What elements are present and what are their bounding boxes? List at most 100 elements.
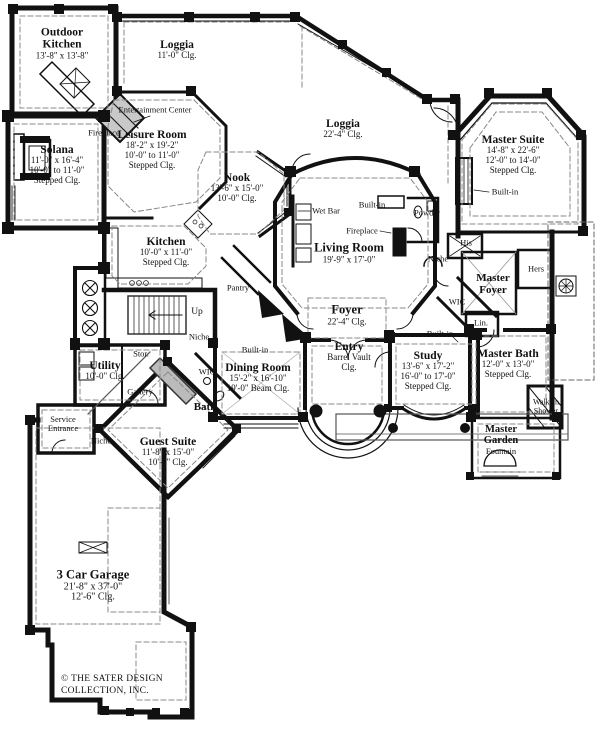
annotation-text: Niche [188,331,210,342]
room-name: Bath [193,401,217,414]
room-name: Master Garden [483,424,519,447]
copyright-notice: © THE SATER DESIGN COLLECTION, INC. [61,674,163,698]
room-ceiling: Stepped Clg. [484,369,532,380]
annotation-stairs-up: Up [191,307,203,317]
room-label-guest-suite: Guest Suite 11'-8" x 15'-0" 10'-0" Clg. [140,436,197,468]
copyright-line: © THE SATER DESIGN [61,674,163,684]
annotation-text: Built-in [491,186,519,197]
room-name: Leisure Room [117,129,187,142]
annotation-service-entrance: Service Entrance [36,414,90,433]
room-ceiling: 19'-0" Beam Clg. [226,383,290,394]
room-ceiling: 10'-0" to 11'-0" [29,165,85,176]
annotation-wet-bar: Wet Bar [312,206,340,215]
annotation-pantry: Pantry [227,283,249,292]
annotation-text: Niche [90,435,112,446]
room-label-master-suite: Master Suite 14'-8" x 22'-6" 12'-0" to 1… [482,134,545,176]
room-dims: 11'-0" x 16'-4" [30,155,84,166]
room-dims: 21'-8" x 37'-0" [63,580,123,592]
room-label-nook: Nook 13'-6" x 15'-0" 10'-0" Clg. [211,172,264,204]
annotation-walk-in-shower: Walk-In Shower [522,397,570,415]
room-label-entry: Entry Barrel Vault Clg. [327,341,371,373]
room-dims: 13'-6" x 15'-0" [210,183,264,194]
room-label-solana: Solana 11'-0" x 16'-4" 10'-0" to 11'-0" … [30,144,85,186]
room-label-master-foyer: Master Foyer [469,272,517,297]
annotation-niche-guest: Niche [91,436,111,445]
annotation-text: Lin. [474,317,488,328]
room-name: Entry [334,341,364,354]
annotation-built-in-master: Built-in [492,187,518,196]
annotation-text: Pantry [226,282,250,293]
room-dims: 14'-8" x 22'-6" [486,145,540,156]
room-ceiling: Stepped Clg. [128,160,176,171]
room-dims: 13'-8" x 13'-8" [35,50,89,61]
room-name: Dining Room [225,362,291,375]
annotation-powder: Powder [414,208,440,217]
room-name: Loggia [160,38,194,51]
room-name: Master Suite [481,134,545,147]
annotation-built-in-living: Built-in [359,200,385,209]
room-label-master-bath: Master Bath 12'-0" x 13'-0" Stepped Clg. [477,348,538,380]
copyright-line: COLLECTION, INC. [61,685,149,696]
room-name: Master Foyer [476,272,510,296]
annotation-text: Gallery [127,386,153,397]
annotation-entertainment-center: Entertainment Center [113,105,197,114]
room-ceiling: 12'-0" to 14'-0" [485,155,541,166]
room-ceiling: Stepped Clg. [33,175,81,186]
annotation-text: Built-in [358,199,386,210]
annotation-text: WIC [198,366,216,377]
room-dims: 13'-6" x 17'-2" [401,361,455,372]
annotation-wic-guest: WIC [199,367,216,376]
room-ceiling: Stepped Clg. [142,257,190,268]
room-name: Foyer [331,302,363,317]
room-name: Living Room [314,240,384,255]
annotation-text: Built-in [241,344,269,355]
annotation-text: His [460,237,472,248]
room-name: Outdoor Kitchen [40,26,84,52]
annotation-gallery: Gallery [127,387,153,396]
room-ceiling: Barrel Vault [327,352,371,363]
room-dims: 11'-8" x 15'-0" [141,447,195,458]
annotation-fireplace-living: Fireplace [346,226,378,235]
room-name: Master Bath [477,348,539,361]
room-label-master-garden: Master Garden Fountain [477,424,525,456]
room-ceiling: 12'-6" Clg. [71,591,115,603]
room-label-utility: Utility 10'-0" Clg. [85,360,124,382]
room-ceiling: 10'-0" to 11'-0" [124,150,180,161]
room-ceiling: Stepped Clg. [404,381,452,392]
annotation-text: Built-in [426,328,454,339]
annotation-text: Fireplace [88,127,120,138]
annotation-storage: Stor. [133,349,149,358]
room-name: Solana [40,144,74,157]
room-ceiling: 16'-0" to 17'-0" [400,371,456,382]
room-name: Nook [223,172,251,185]
room-ceiling: 22'-4" Clg. [327,315,367,326]
room-name: Kitchen [146,236,186,249]
room-label-kitchen: Kitchen 10'-0" x 11'-0" Stepped Clg. [140,236,192,268]
room-label-leisure-room: Leisure Room 18'-2" x 19'-2" 10'-0" to 1… [117,129,186,171]
room-label-loggia-main: Loggia 22'-4" Clg. [323,118,362,140]
annotation-text: Fireplace [346,225,378,236]
annotation-niche-living: Niche [428,254,448,263]
room-label-study: Study 13'-6" x 17'-2" 16'-0" to 17'-0" S… [400,350,455,392]
room-ceiling: Stepped Clg. [489,165,537,176]
room-name: Guest Suite [139,436,197,449]
annotation-text: Hers [527,263,545,274]
room-dims: 10'-0" x 11'-0" [139,247,193,258]
room-name: Utility [89,359,121,372]
room-label-foyer: Foyer 22'-4" Clg. [327,303,366,326]
annotation-built-in-dining: Built-in [242,345,268,354]
room-ceiling: 10'-0" Clg. [148,457,188,468]
annotation-text: Walk-In Shower [532,397,559,415]
room-label-bath: Bath [193,401,217,414]
annotation-wic-master: WIC [449,297,466,306]
room-ceiling: 10'-0" Clg. [85,371,125,382]
annotation-text: Entertainment Center [118,104,192,115]
room-name: 3 Car Garage [56,567,130,582]
annotation-niche-stair: Niche [189,332,209,341]
annotation-text: WIC [448,296,466,307]
room-label-loggia-top: Loggia 11'-0" Clg. [158,39,197,61]
garden-feature: Fountain [485,445,517,456]
room-label-dining-room: Dining Room 15'-2" x 16'-10" 19'-0" Beam… [225,362,291,394]
